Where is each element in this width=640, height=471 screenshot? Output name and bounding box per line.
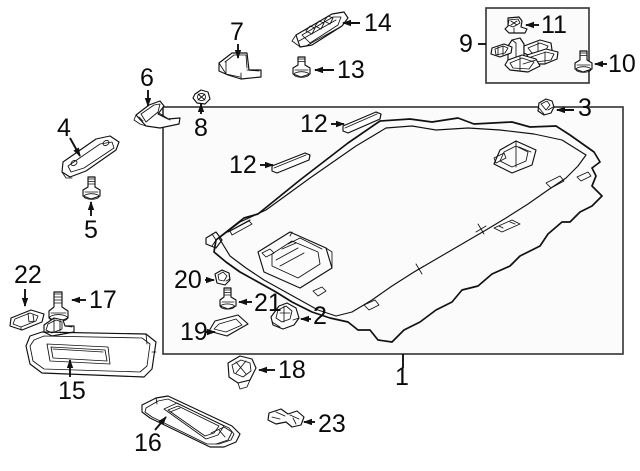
part-2-bracket: [270, 302, 300, 330]
callout-2[interactable]: 2: [313, 302, 327, 330]
part-17-visor-screw: [48, 291, 69, 323]
part-3-retainer-clip: [537, 98, 555, 116]
callout-20[interactable]: 20: [174, 266, 202, 294]
callout-21[interactable]: 21: [254, 289, 282, 317]
callout-7[interactable]: 7: [230, 18, 244, 46]
leader-lines: [21, 19, 607, 431]
part-4-mounting-bracket: [61, 135, 120, 179]
part-10-bolt: [574, 50, 593, 73]
part-14-rail-assembly: [291, 11, 349, 48]
callout-14[interactable]: 14: [364, 9, 392, 37]
headliner-panel-art: [205, 117, 603, 343]
callout-23[interactable]: 23: [318, 410, 346, 438]
callout-5[interactable]: 5: [84, 216, 98, 244]
part-21-bolt: [219, 287, 237, 310]
callout-18[interactable]: 18: [278, 356, 306, 384]
part-16-sun-visor-right: [141, 395, 241, 448]
part-15-sun-visor-left: [25, 317, 157, 378]
part-22-visor-cap: [9, 309, 45, 331]
part-9-bracket-assembly: [490, 37, 559, 73]
part-7-clip-bracket: [218, 52, 262, 80]
part-8-nut: [192, 89, 211, 105]
callout-22[interactable]: 22: [14, 261, 42, 289]
dome-console-cutout: [257, 231, 333, 289]
callout-11[interactable]: 11: [541, 11, 567, 39]
callout-17[interactable]: 17: [89, 286, 117, 314]
part-6-angle-bracket: [133, 100, 181, 129]
connector-symbol: [493, 219, 521, 233]
part-11-grommet-cap: [504, 16, 528, 34]
part-12-trim-rail-lower: [271, 152, 311, 174]
callout-6[interactable]: 6: [140, 64, 154, 92]
callout-19[interactable]: 19: [180, 318, 208, 346]
callout-13[interactable]: 13: [337, 56, 365, 84]
callout-3[interactable]: 3: [578, 94, 592, 122]
rear-console-cutout: [493, 140, 537, 174]
callout-4[interactable]: 4: [57, 114, 71, 142]
part-23-wire-clip: [267, 408, 305, 428]
callout-12-upper[interactable]: 12: [300, 110, 328, 138]
callout-10[interactable]: 10: [608, 50, 636, 78]
part-20-clip: [214, 269, 231, 286]
callout-12-lower[interactable]: 12: [229, 151, 257, 179]
part-13-bolt: [292, 56, 311, 78]
callout-15[interactable]: 15: [58, 377, 86, 405]
callout-1[interactable]: 1: [395, 363, 409, 391]
part-12-trim-rail-upper: [342, 111, 382, 134]
callout-9[interactable]: 9: [459, 30, 473, 58]
callout-8[interactable]: 8: [194, 114, 208, 142]
callout-16[interactable]: 16: [134, 429, 162, 457]
part-18-visor-holder: [227, 355, 257, 390]
part-5-bolt: [82, 176, 101, 200]
